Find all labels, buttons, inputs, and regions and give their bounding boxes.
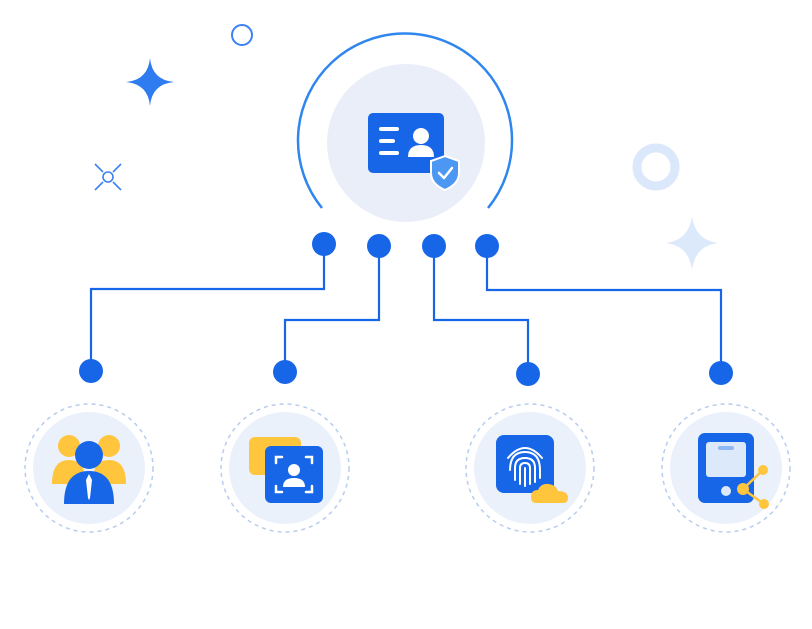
connector-lines (89, 244, 723, 374)
connector-line-4 (485, 246, 723, 373)
node-fingerprint-cloud (465, 403, 595, 533)
hub-port-dot-3 (422, 234, 446, 258)
connector-line-3 (432, 246, 530, 374)
fingerprint-cloud-icon (496, 435, 568, 503)
node-group-user (24, 403, 154, 533)
node-port-dot-1 (79, 359, 103, 383)
hub-port-dot-4 (475, 234, 499, 258)
phone-share-icon (698, 433, 769, 509)
node-port-dot-3 (516, 362, 540, 386)
hub-node (296, 32, 514, 222)
node-face-scan (220, 403, 350, 533)
connector-line-1 (89, 244, 326, 371)
ring-icon (632, 143, 680, 191)
sparkle-star-icon (126, 58, 174, 106)
connector-dots (79, 232, 733, 386)
hub-port-dot-2 (367, 234, 391, 258)
node-port-dot-4 (709, 361, 733, 385)
light-star-icon (666, 216, 718, 270)
crosshair-sparkle-icon (94, 163, 122, 191)
hub-arc (296, 32, 514, 209)
node-phone-share (661, 403, 791, 533)
small-circle-icon (231, 24, 253, 46)
id-card-verified-icon (368, 113, 460, 192)
connector-line-2 (283, 246, 381, 372)
face-scan-icon (249, 437, 323, 503)
node-port-dot-2 (273, 360, 297, 384)
group-user-icon (52, 435, 126, 504)
hub-port-dot-1 (312, 232, 336, 256)
